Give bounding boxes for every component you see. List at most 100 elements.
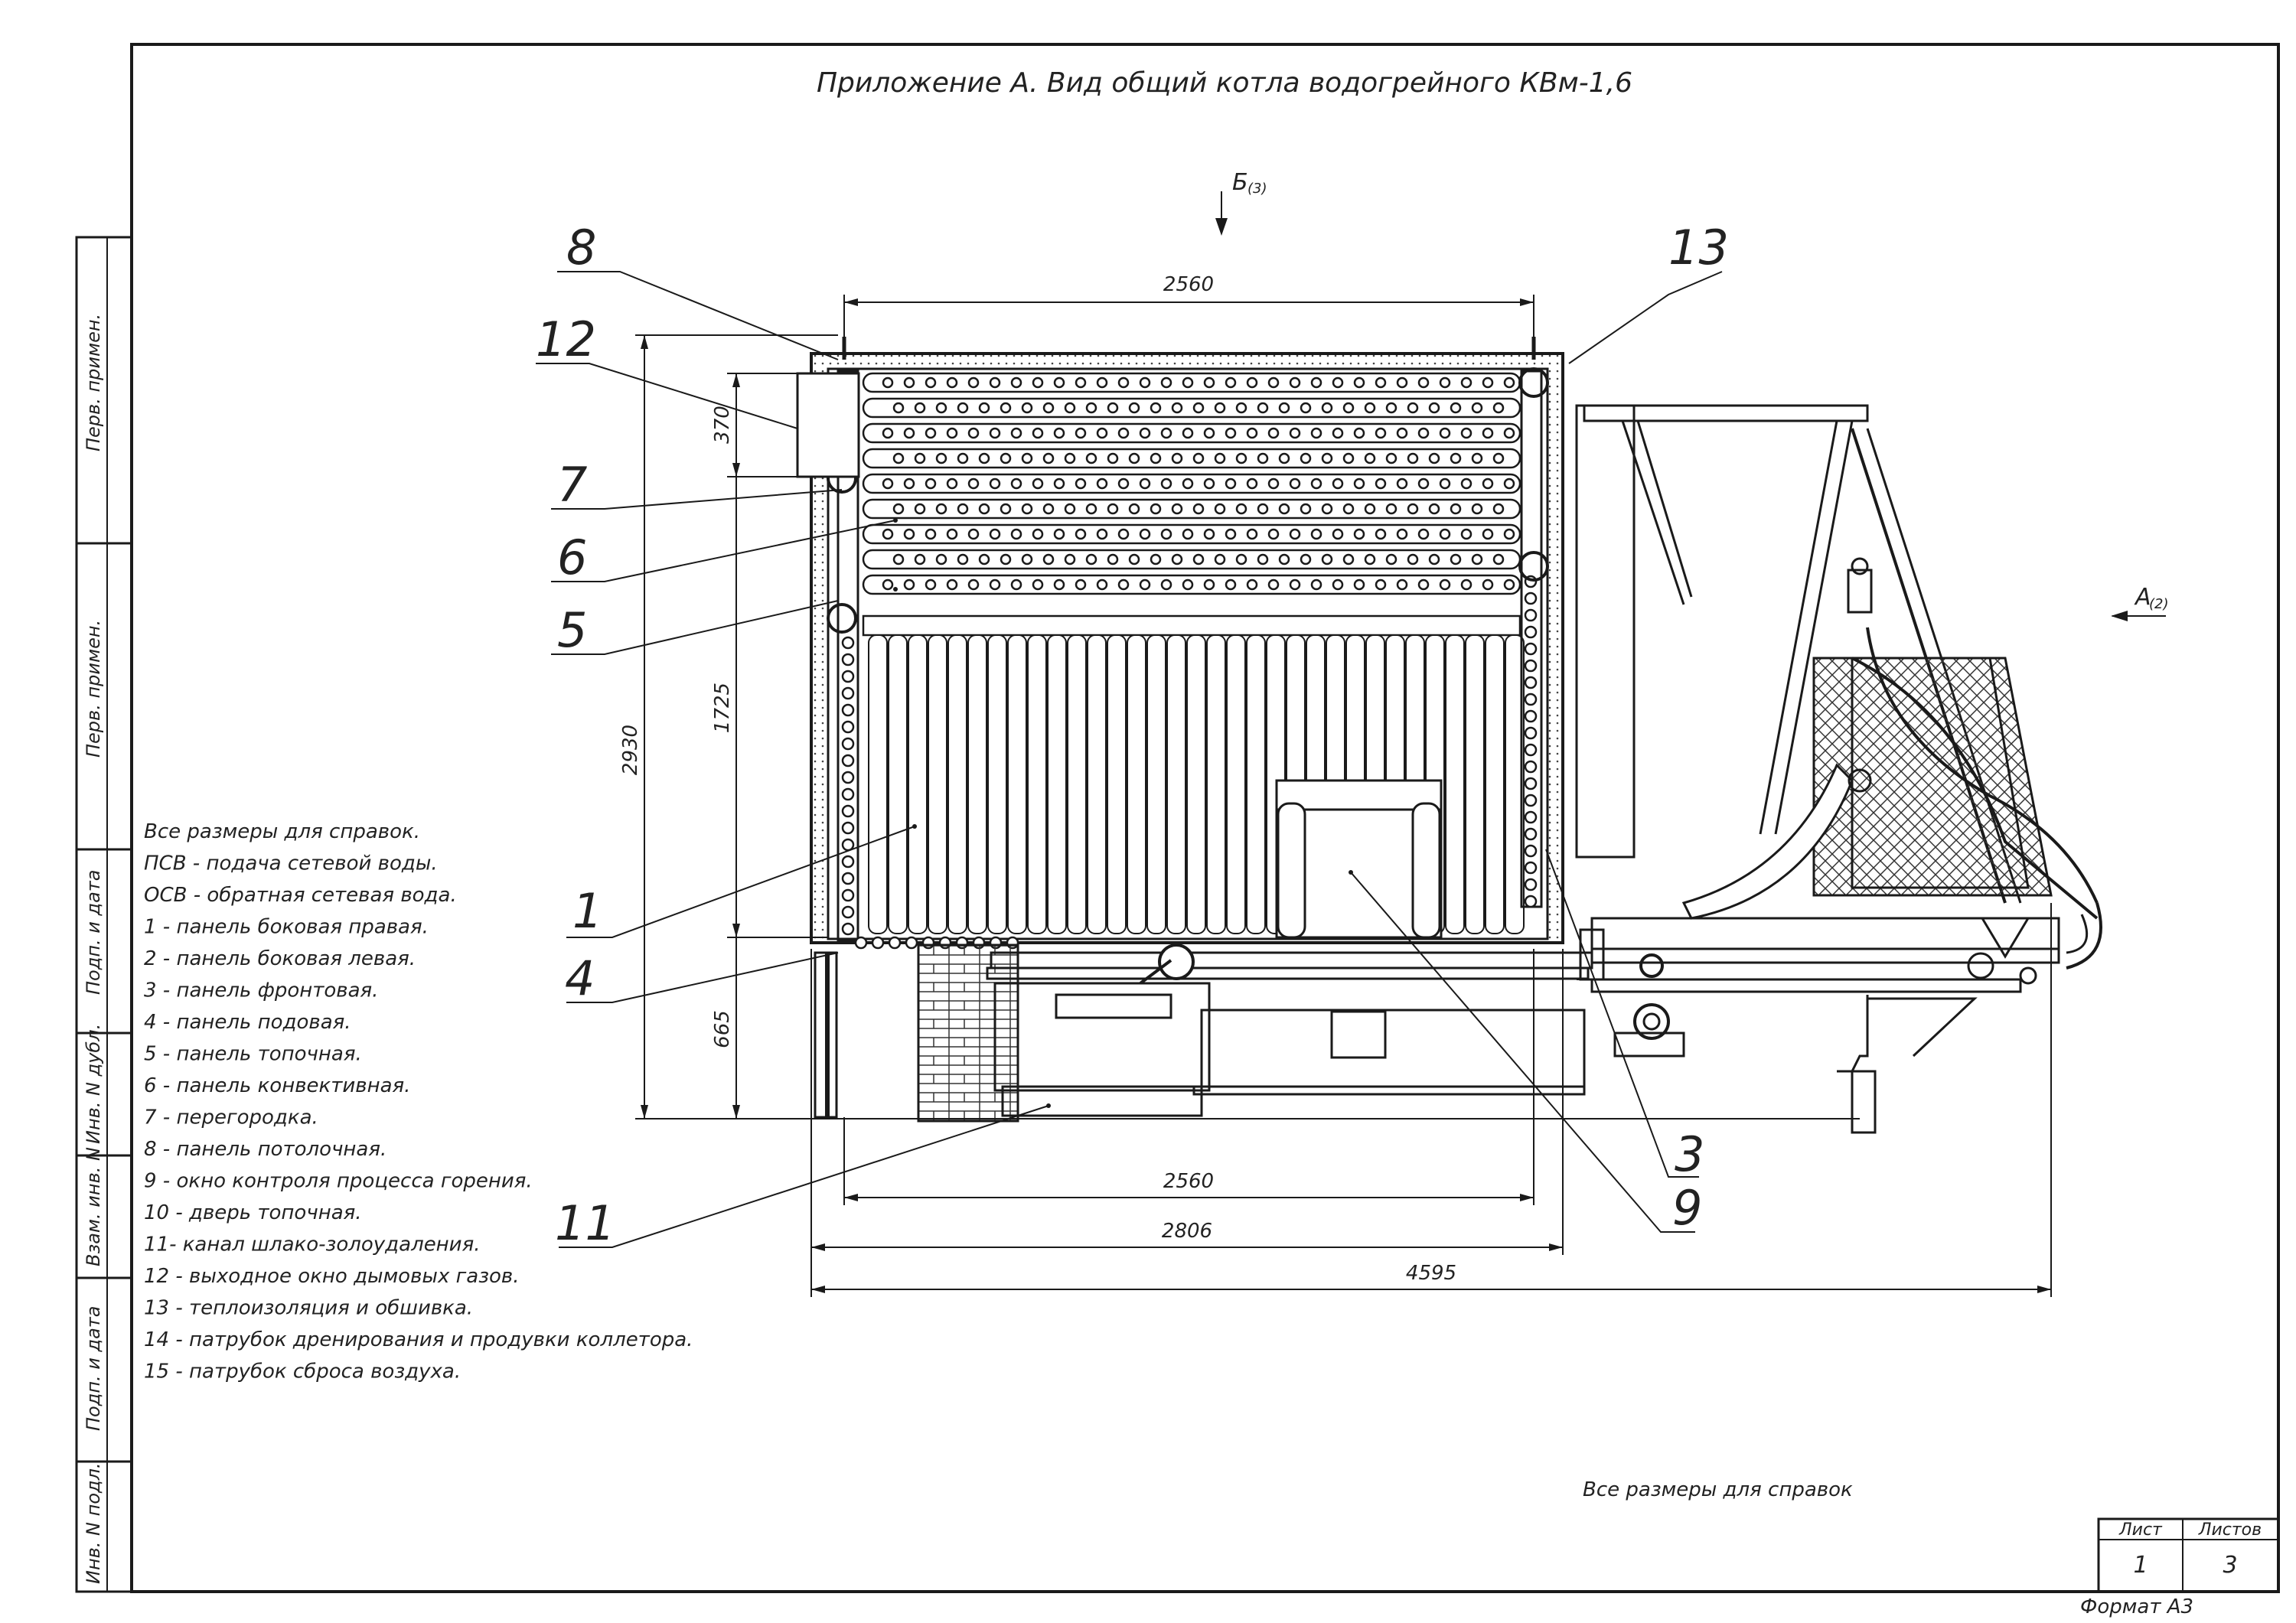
tube-circle	[1117, 427, 1130, 439]
tube-circle	[1042, 452, 1055, 464]
view-a-letter: А	[2134, 584, 2151, 611]
tube-circle	[1160, 376, 1172, 389]
tube-circle	[1460, 376, 1473, 389]
side-tube	[1524, 676, 1538, 689]
tube-circle	[1310, 477, 1322, 490]
tube-circle	[1128, 503, 1140, 515]
screen-tube	[1206, 634, 1226, 934]
tube-circle	[989, 376, 1001, 389]
callout-8: 8	[566, 220, 596, 275]
tube-circle	[989, 528, 1001, 540]
tube-circle	[903, 427, 915, 439]
legend-line: 1 - панель боковая правая.	[144, 916, 429, 939]
tube-circle	[882, 477, 894, 490]
tube-circle	[1278, 452, 1290, 464]
legend-line: 10 - дверь топочная.	[144, 1201, 362, 1224]
tube-circle	[978, 553, 990, 565]
side-tube	[1524, 726, 1538, 740]
tube-circle	[1085, 503, 1097, 515]
tube-circle	[1267, 427, 1280, 439]
tube-circle	[1053, 578, 1065, 591]
tube-circle	[1257, 452, 1269, 464]
tube-circle	[1010, 427, 1022, 439]
tube-circle	[1085, 553, 1097, 565]
view-b-sub: (3)	[1247, 181, 1267, 197]
bottom-note: Все размеры для справок	[1583, 1478, 1853, 1501]
tube-circle	[1182, 427, 1194, 439]
tube-circle	[1139, 427, 1151, 439]
side-tube	[1524, 777, 1538, 790]
tube-circle	[967, 528, 980, 540]
left-side-tubes	[841, 636, 855, 936]
side-tube	[841, 686, 855, 700]
tube-circle	[1139, 376, 1151, 389]
tube-circle	[1407, 402, 1419, 414]
tube-circle	[903, 376, 915, 389]
tube-circle	[1225, 578, 1237, 591]
tube-circle	[1075, 528, 1087, 540]
tube-circle	[1107, 402, 1119, 414]
tube-circle	[1192, 452, 1205, 464]
screen-tube	[1186, 634, 1206, 934]
hearth-tube	[888, 936, 902, 950]
tube-circle	[1085, 402, 1097, 414]
side-tube	[841, 771, 855, 784]
tube-circle	[1385, 553, 1397, 565]
tube-circle	[1128, 553, 1140, 565]
tube-circle	[1460, 528, 1473, 540]
side-tube	[1524, 693, 1538, 706]
tube-circle	[1278, 402, 1290, 414]
tube-circle	[1375, 578, 1387, 591]
tube-circle	[1192, 402, 1205, 414]
screen-header	[862, 614, 1521, 637]
tube-circle	[1267, 528, 1280, 540]
legend-line: 3 - панель фронтовая.	[144, 979, 378, 1002]
tube-circle	[1289, 376, 1301, 389]
tube-circle	[1117, 528, 1130, 540]
tube-circle	[1417, 578, 1430, 591]
legend-line: 4 - панель подовая.	[144, 1011, 351, 1034]
callout-12: 12	[536, 311, 596, 367]
hearth-tube	[854, 936, 868, 950]
tube-circle	[1203, 477, 1215, 490]
side-tube	[841, 720, 855, 734]
tube-circle	[1075, 578, 1087, 591]
tube-circle	[1364, 553, 1376, 565]
tube-circle	[1235, 402, 1247, 414]
tube-circle	[1503, 528, 1515, 540]
dim-bottom-2560: 2560	[1163, 1170, 1214, 1193]
legend-line: 12 - выходное окно дымовых газов.	[144, 1265, 520, 1288]
callout-5: 5	[557, 602, 587, 658]
tube-circle	[1139, 477, 1151, 490]
screen-tube	[947, 634, 967, 934]
side-tube	[1524, 895, 1538, 908]
stamp-label-3: Подп. и дата	[83, 870, 104, 996]
stamp-label-1: Перв. примен.	[83, 314, 104, 451]
tube-circle	[1000, 402, 1012, 414]
tube-circle	[1225, 427, 1237, 439]
tube-circle	[957, 402, 969, 414]
legend-line: 7 - перегородка.	[144, 1106, 318, 1129]
tube-circle	[1375, 477, 1387, 490]
tube-circle	[1107, 503, 1119, 515]
callout-leaders	[536, 271, 1723, 1248]
tube-circle	[1353, 528, 1365, 540]
tube-circle	[925, 477, 937, 490]
tube-circle	[967, 578, 980, 591]
tube-circle	[1482, 427, 1494, 439]
sheet-number: 1	[2133, 1552, 2148, 1579]
tube-circle	[1407, 452, 1419, 464]
callout-13: 13	[1668, 220, 1729, 275]
tube-circle	[1085, 452, 1097, 464]
tube-circle	[1300, 553, 1312, 565]
tube-circle	[914, 452, 926, 464]
tube-circle	[935, 553, 947, 565]
tube-circle	[1021, 452, 1033, 464]
tube-circle	[1096, 528, 1108, 540]
tube-circle	[1117, 477, 1130, 490]
side-tube	[1524, 878, 1538, 891]
dim-370: 370	[711, 406, 734, 444]
tube-circle	[1353, 477, 1365, 490]
tube-circle	[1396, 528, 1408, 540]
tube-circle	[978, 503, 990, 515]
